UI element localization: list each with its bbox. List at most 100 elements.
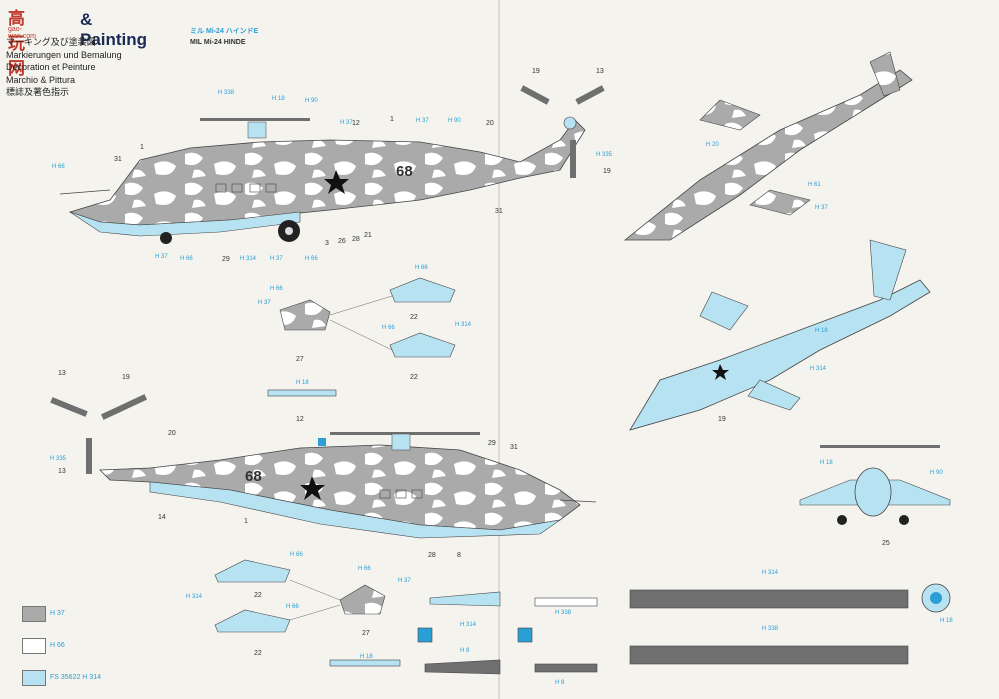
callout-h66-d: H 66: [415, 265, 428, 271]
legend-swatch-white: [22, 638, 46, 654]
page-title: & Painting: [80, 10, 148, 49]
callout-h18-f: H 18: [820, 460, 833, 466]
legend-swatch-blue: [22, 670, 46, 686]
callout-h66-h: H 66: [286, 604, 299, 610]
legend-swatch-grey: [22, 606, 46, 622]
part-1-c: 1: [244, 518, 248, 525]
watermark-url: gao-wan.com: [8, 26, 37, 40]
callout-h61: H 61: [808, 182, 821, 188]
lang-jp: マーキング及び塗装図: [6, 37, 96, 47]
watermark-brand: 高玩网: [8, 9, 27, 78]
callout-h66: H 66: [52, 164, 65, 170]
part-19-b: 19: [603, 168, 611, 175]
part-20: 20: [486, 120, 494, 127]
legend-label-white: H 66: [50, 642, 65, 649]
lang-fr: Decoration et Peinture: [6, 62, 96, 72]
callout-h37-c: H 37: [270, 256, 283, 262]
part-12: 12: [352, 120, 360, 127]
callout-h66-f: H 66: [382, 325, 395, 331]
part-1-b: 1: [140, 144, 144, 151]
callout-h335-b: H 335: [50, 456, 67, 462]
callout-h37-b: H 37: [416, 118, 429, 124]
legend-label-blue: FS 35622 H 314: [50, 674, 101, 681]
page-fold: [498, 0, 500, 699]
part-29: 29: [222, 256, 230, 263]
model-name-en: MIL Mi-24 HINDE: [190, 39, 246, 46]
callout-h314-f: H 314: [810, 366, 827, 372]
part-31-c: 31: [510, 444, 518, 451]
part-28-b: 28: [428, 552, 436, 559]
part-3: 3: [325, 240, 329, 247]
part-31: 31: [114, 156, 122, 163]
callout-h18-c: H 18: [360, 654, 373, 660]
heli-front-view: [799, 445, 951, 525]
callout-h18: H 18: [272, 96, 285, 102]
part-31-b: 31: [495, 208, 503, 215]
part-8: 8: [457, 552, 461, 559]
callout-h66-g: H 66: [290, 552, 303, 558]
callout-h90-b: H 90: [448, 118, 461, 124]
part-29-b: 29: [488, 440, 496, 447]
callout-h8-b: H 8: [555, 680, 565, 686]
part-28: 28: [352, 236, 360, 243]
part-21: 21: [364, 232, 372, 239]
callout-h338-b: H 338: [555, 610, 572, 616]
heli-bottom-view: [629, 239, 931, 431]
side-number-top: 68: [396, 163, 413, 180]
callout-h338: H 338: [218, 90, 235, 96]
heli-profile-top: [59, 85, 605, 244]
part-19-c: 19: [122, 374, 130, 381]
callout-h37-f: H 37: [398, 578, 411, 584]
part-19-d: 19: [718, 416, 726, 423]
callout-h66-i: H 66: [358, 566, 371, 572]
part-13-b: 13: [58, 370, 66, 377]
callout-h66-e: H 66: [270, 286, 283, 292]
callout-h66-b: H 66: [180, 256, 193, 262]
part-27-b: 27: [362, 630, 370, 637]
part-1: 1: [390, 116, 394, 123]
callout-h90-c: H 90: [930, 470, 943, 476]
callout-h20: H 20: [706, 142, 719, 148]
callout-h314-e: H 314: [762, 570, 779, 576]
star-marking: [324, 170, 349, 194]
lang-it: Marchio & Pittura: [6, 74, 76, 85]
legend-label-grey: H 37: [50, 610, 65, 617]
callout-h18-e: H 18: [815, 328, 828, 334]
part-19: 19: [532, 68, 540, 75]
callout-h18-d: H 18: [940, 618, 953, 624]
part-22-b: 22: [410, 374, 418, 381]
language-list: マーキング及び塗装図 Markierungen und Bemalung Dec…: [6, 36, 122, 99]
side-number-bottom: 68: [245, 468, 262, 485]
part-22-d: 22: [254, 650, 262, 657]
heli-profile-bottom: [50, 394, 597, 539]
part-13-c: 13: [58, 468, 66, 475]
callout-h37: H 37: [340, 120, 353, 126]
callout-h90: H 90: [305, 98, 318, 104]
rotor-blades: [629, 583, 951, 665]
callout-h314-c: H 314: [186, 594, 203, 600]
star-marking-2: [300, 476, 325, 500]
part-27: 27: [296, 356, 304, 363]
callout-h335: H 335: [596, 152, 613, 158]
heli-top-view: [623, 51, 913, 241]
part-14: 14: [158, 514, 166, 521]
part-22-c: 22: [254, 592, 262, 599]
leader-lines: [289, 295, 393, 621]
pylon-details: [214, 277, 598, 675]
callout-h314-b: H 314: [455, 322, 472, 328]
callout-h8: H 8: [460, 648, 470, 654]
part-20-b: 20: [168, 430, 176, 437]
lang-de: Markierungen und Bemalung: [6, 49, 122, 60]
callout-h37-d: H 37: [155, 254, 168, 260]
callout-h37-e: H 37: [258, 300, 271, 306]
model-name: ミル Mi-24 ハインドE MIL Mi-24 HINDE: [190, 26, 258, 48]
part-26: 26: [338, 238, 346, 245]
part-22: 22: [410, 314, 418, 321]
callout-h314: H 314: [240, 256, 257, 262]
lang-cn: 標誌及著色指示: [6, 87, 70, 97]
part-25: 25: [882, 540, 890, 547]
callout-h314-d: H 314: [460, 622, 477, 628]
callout-h18-b: H 18: [296, 380, 309, 386]
